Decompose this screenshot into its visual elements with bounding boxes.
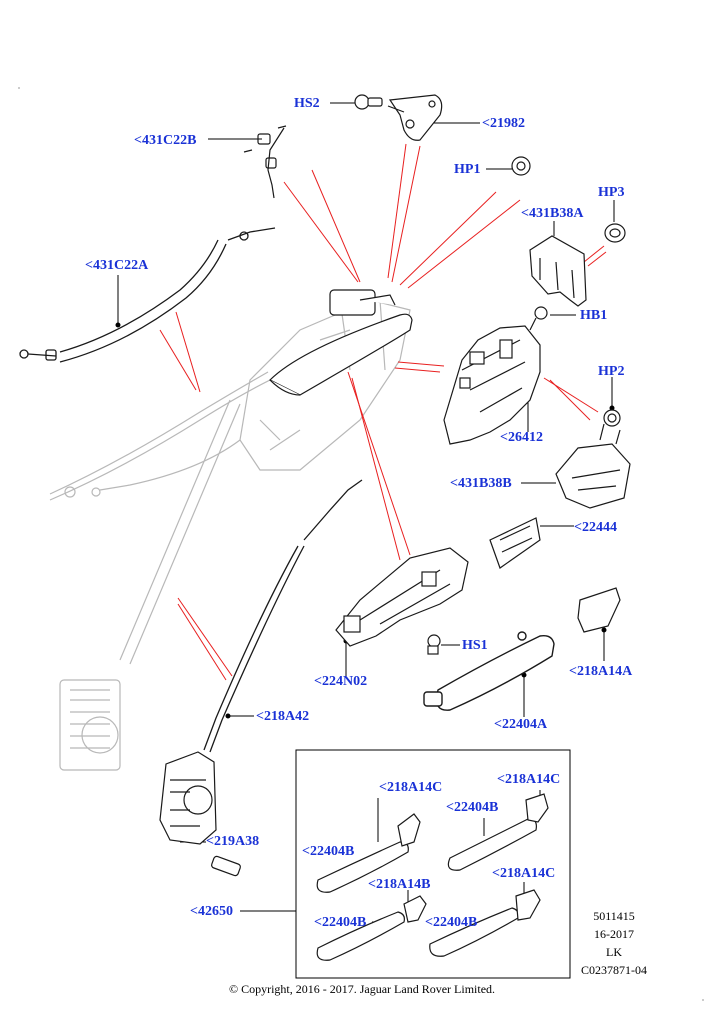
callout-431C22B[interactable]: <431C22B <box>134 133 197 148</box>
striker-21982 <box>387 94 443 141</box>
callout-inset-22404B-3[interactable]: <22404B <box>314 915 367 930</box>
pin-219A38 <box>211 855 241 877</box>
plug-hp1 <box>511 156 531 176</box>
ghost-door-latch-assembly <box>49 299 411 771</box>
outer-handle-22404A <box>423 631 555 711</box>
cable-431C22B <box>243 125 287 199</box>
variant-inset-box <box>295 749 571 979</box>
callout-hp3[interactable]: HP3 <box>598 185 625 200</box>
bumper-hb1 <box>529 306 548 331</box>
door-latch-42650 <box>159 751 217 845</box>
callout-42650[interactable]: <42650 <box>190 904 233 919</box>
corner-marks <box>18 87 704 1001</box>
callout-431C22A[interactable]: <431C22A <box>85 258 149 273</box>
reference-number: 5011415 <box>593 909 635 923</box>
callout-22404A[interactable]: <22404A <box>494 717 548 732</box>
latch-housing-26412 <box>443 325 541 445</box>
callout-hb1[interactable]: HB1 <box>580 308 608 323</box>
handle-bracket-224N02 <box>335 547 469 647</box>
cover-431B38A <box>529 235 587 307</box>
reference-author: LK <box>606 945 622 959</box>
callout-inset-218A14C-1[interactable]: <218A14C <box>379 780 443 795</box>
reference-date: 16-2017 <box>594 927 634 941</box>
plug-hp2 <box>603 409 621 427</box>
bolt-hs2 <box>354 94 383 110</box>
plug-hp3 <box>604 223 626 243</box>
callout-219A38[interactable]: <219A38 <box>206 834 260 849</box>
reference-code: C0237871-04 <box>581 963 647 977</box>
outer-handle-background <box>268 289 413 396</box>
cable-431C22A <box>19 227 276 363</box>
callout-hs2[interactable]: HS2 <box>294 96 320 111</box>
callout-22444[interactable]: <22444 <box>574 520 617 535</box>
callout-hs1[interactable]: HS1 <box>462 638 488 653</box>
callout-218A42[interactable]: <218A42 <box>256 709 310 724</box>
callout-26412[interactable]: <26412 <box>500 430 543 445</box>
callout-431B38B[interactable]: <431B38B <box>450 476 512 491</box>
callout-inset-218A14C-3[interactable]: <218A14C <box>492 866 556 881</box>
leader-lines-red <box>159 143 607 681</box>
cable-218A42 <box>203 479 363 753</box>
inset-handles <box>316 793 549 961</box>
callout-inset-218A14C-2[interactable]: <218A14C <box>497 772 561 787</box>
copyright-notice: © Copyright, 2016 - 2017. Jaguar Land Ro… <box>228 982 496 996</box>
callout-inset-22404B-2[interactable]: <22404B <box>302 844 355 859</box>
callout-inset-218A14B[interactable]: <218A14B <box>368 877 431 892</box>
callout-218A14A[interactable]: <218A14A <box>569 664 633 679</box>
cap-218A14A <box>577 587 621 633</box>
callout-inset-22404B-4[interactable]: <22404B <box>425 915 478 930</box>
bezel-22444 <box>489 517 541 569</box>
callout-hp2[interactable]: HP2 <box>598 364 625 379</box>
callout-21982[interactable]: <21982 <box>482 116 525 131</box>
callout-431B38A[interactable]: <431B38A <box>521 206 584 221</box>
callout-hp1[interactable]: HP1 <box>454 162 481 177</box>
cover-431B38B <box>555 423 631 509</box>
screw-hs1 <box>427 634 441 655</box>
callout-inset-22404B-1[interactable]: <22404B <box>446 800 499 815</box>
callout-224N02[interactable]: <224N02 <box>314 674 368 689</box>
